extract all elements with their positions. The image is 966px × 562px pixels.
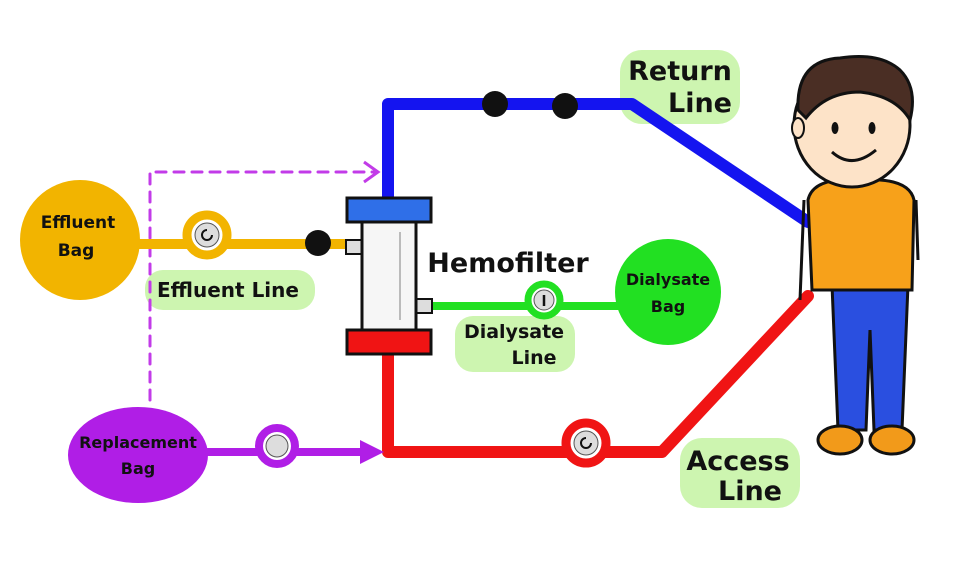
patient-ear xyxy=(791,117,805,139)
dialysate-line-label-2: Line xyxy=(511,347,556,369)
label-highlights xyxy=(145,50,800,508)
patient-pants xyxy=(830,283,910,432)
patient-hair xyxy=(796,55,914,124)
hemofilter xyxy=(345,196,433,356)
patient-left-arm xyxy=(798,199,806,301)
patient-left-shoe xyxy=(816,424,864,456)
patient-right-shoe xyxy=(868,424,916,456)
hemofilter-top-cap xyxy=(345,196,433,224)
rotary-pump-icon xyxy=(194,222,220,248)
replacement-arrowhead xyxy=(360,440,384,464)
hemofilter-label: Hemofilter xyxy=(427,248,589,279)
hemofilter-dialysate-port xyxy=(415,298,433,314)
return-line-label-1: Return xyxy=(628,56,732,87)
patient-figure xyxy=(791,55,920,456)
dialysate-line-highlight xyxy=(455,316,575,372)
hemofilter-bottom-cap xyxy=(345,328,433,356)
dialysate-bag-label-1: Dialysate xyxy=(626,270,710,289)
access-line-label-1: Access xyxy=(686,446,789,477)
patient-right-eye xyxy=(868,122,876,134)
return-line-highlight xyxy=(620,50,740,124)
hemofilter-body xyxy=(360,218,418,332)
effluent-bag-label-1: Effluent xyxy=(41,213,115,233)
access-line xyxy=(382,290,814,458)
replacement-bag-label-2: Bag xyxy=(121,459,155,478)
patient-shirt xyxy=(806,178,916,292)
patient-left-eye xyxy=(831,122,839,134)
effluent-bag xyxy=(20,180,140,300)
effluent-bag-label-2: Bag xyxy=(58,241,95,261)
pump-rotation-icon xyxy=(201,229,213,241)
pump-rotation-icon xyxy=(580,437,592,449)
line-clamp-icon xyxy=(265,434,289,458)
access-line-label-2: Line xyxy=(718,476,782,507)
hemofilter-effluent-port xyxy=(345,239,363,255)
replacement-bag-label-1: Replacement xyxy=(79,433,197,452)
dialysate-bag xyxy=(615,239,721,345)
replacement-bag xyxy=(68,407,208,503)
prefilter-arrowhead xyxy=(363,160,381,184)
patient-right-arm xyxy=(914,199,920,261)
patient-smile xyxy=(830,148,877,162)
dialysate-line-label-1: Dialysate xyxy=(464,321,564,343)
return-line-clamp-1 xyxy=(482,91,508,117)
effluent-line-clamp xyxy=(305,230,331,256)
effluent-line-label: Effluent Line xyxy=(157,278,299,302)
rotary-pump-icon xyxy=(573,430,599,456)
access-line-highlight xyxy=(680,438,800,508)
return-line-label-2: Line xyxy=(668,88,732,119)
return-line xyxy=(382,98,814,228)
return-line-clamp-2 xyxy=(552,93,578,119)
dialysate-bag-label-2: Bag xyxy=(651,297,685,316)
replacement-prefilter-line xyxy=(148,170,376,402)
effluent-line-highlight xyxy=(145,270,315,310)
